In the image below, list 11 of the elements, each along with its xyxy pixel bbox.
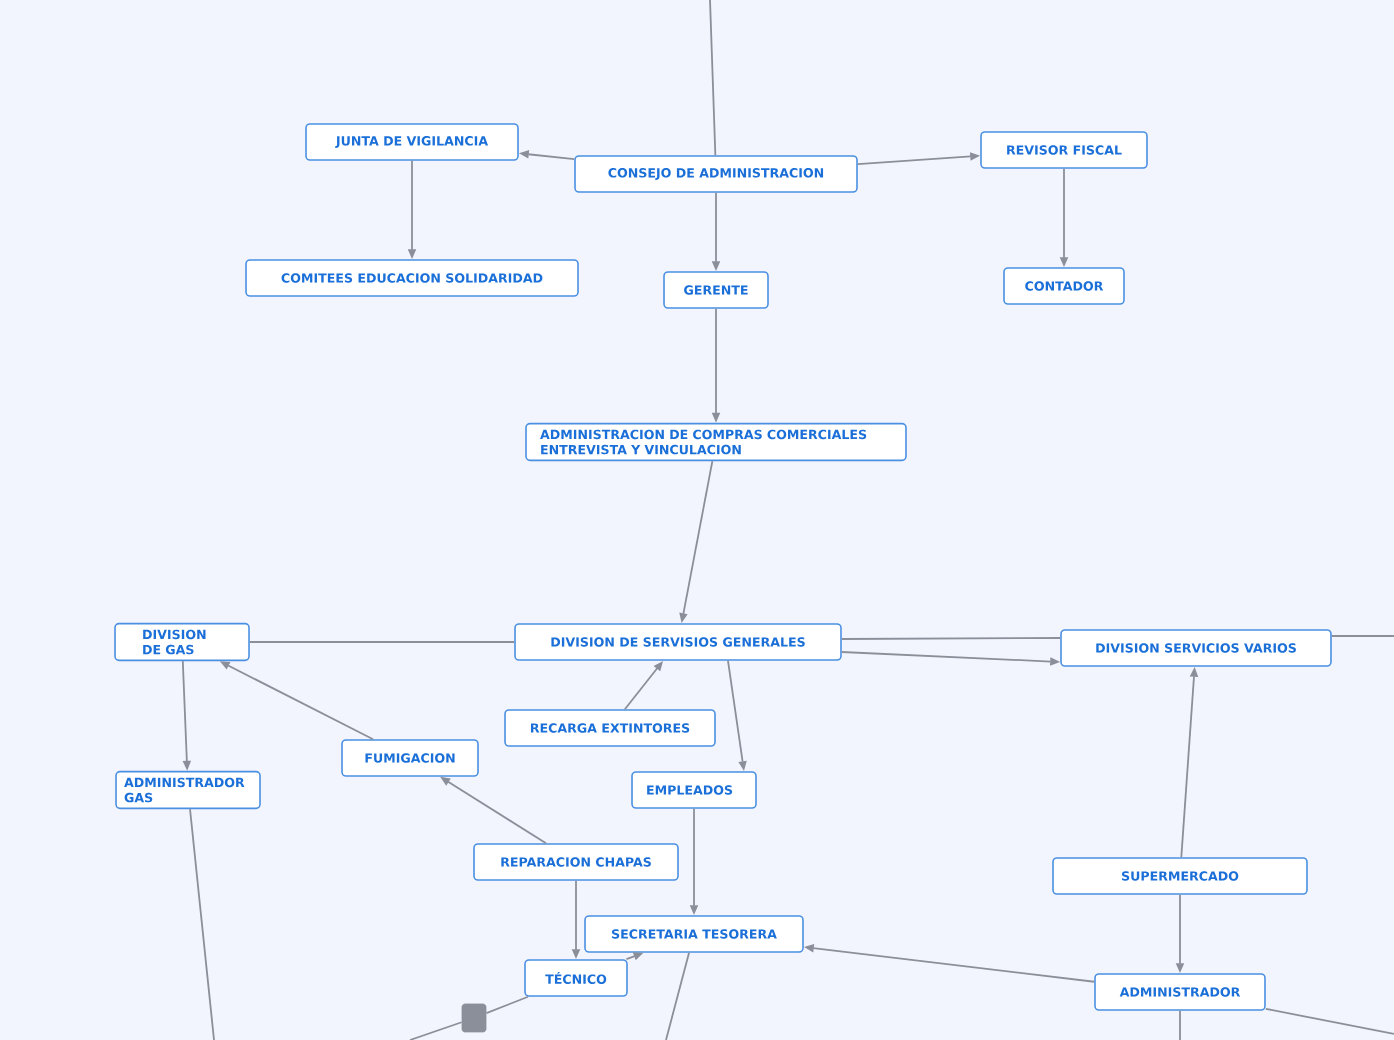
connector-line (1179, 1009, 1181, 1040)
connector-line (248, 641, 516, 643)
connector-line (485, 995, 529, 1014)
connector-line (665, 951, 690, 1040)
small-square (461, 1003, 487, 1033)
connector-line (1264, 1007, 1394, 1035)
connector-line (709, 0, 717, 157)
connector-line (1330, 635, 1394, 637)
connector-line (409, 1021, 463, 1040)
connector-line (189, 808, 215, 1040)
connector-line (840, 637, 1062, 640)
